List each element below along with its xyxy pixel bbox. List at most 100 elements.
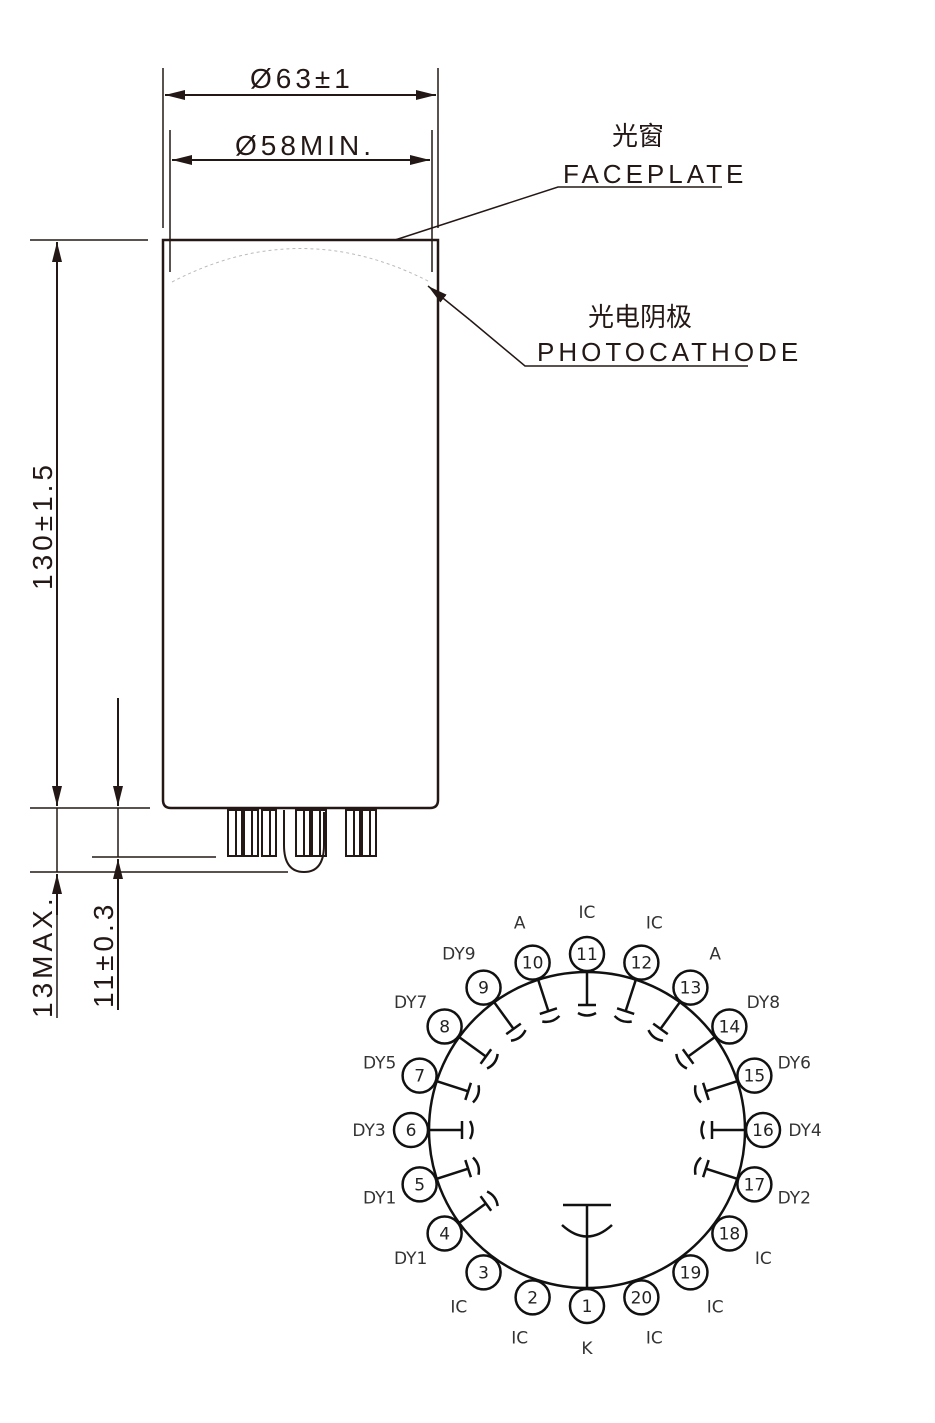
pin-number: 5 [414, 1175, 425, 1195]
base-pin [227, 809, 243, 857]
electrode-stub [493, 1001, 527, 1042]
pin-number: 18 [719, 1224, 741, 1244]
base-pin-shank [269, 809, 277, 857]
pin-circle [623, 944, 660, 981]
pin-label: IC [755, 1249, 772, 1269]
base-pin-shank [261, 809, 271, 857]
electrode-stub [458, 1036, 499, 1070]
base-pin [261, 809, 277, 857]
pin-circle [426, 1215, 463, 1252]
pin-label: DY6 [778, 1054, 811, 1074]
base-pin [243, 809, 259, 857]
electrode-stub [613, 979, 638, 1024]
base-pin-shank [311, 809, 321, 857]
faceplate-leader [394, 186, 722, 241]
pin-number: 3 [478, 1263, 489, 1283]
pin-number: 8 [439, 1018, 450, 1038]
electrode-stub [647, 1001, 681, 1042]
pin-circle [736, 1057, 773, 1094]
pin-circle [514, 944, 551, 981]
photocathode-leader-arrow [427, 285, 471, 321]
base-pin-shank [235, 809, 243, 857]
electrode-stub [693, 1156, 738, 1181]
electrode-stub [436, 1079, 481, 1104]
pin-number: 9 [478, 979, 489, 999]
pin-12: 12 IC [613, 914, 663, 1024]
pin-circle [401, 1166, 438, 1203]
pin-number: 16 [752, 1121, 774, 1141]
pin-label: DY2 [778, 1188, 811, 1208]
pin-label: DY1 [363, 1188, 396, 1208]
pin-circle [465, 969, 502, 1006]
pin-number: 14 [719, 1018, 741, 1038]
pin-number: 19 [680, 1263, 702, 1283]
base-pin-shank [345, 809, 355, 857]
pin-1: 1K [568, 1287, 606, 1359]
pin-6: 6 DY3 [352, 1111, 474, 1149]
photocathode-en-label: PHOTOCATHODE [537, 337, 802, 367]
base-pins [227, 809, 377, 857]
base-pin-shank [295, 809, 305, 857]
pin-number: 10 [522, 954, 544, 974]
pin-10: 10 A [514, 914, 561, 1024]
pin-label: IC [707, 1297, 724, 1317]
pin-number: 17 [744, 1175, 766, 1195]
pin-number: 4 [439, 1224, 450, 1244]
tube-outline-view [30, 68, 748, 1018]
base-pin-shank [243, 809, 253, 857]
base-pin-shank [361, 809, 371, 857]
base-pin-shank [369, 809, 377, 857]
pin-label: IC [646, 914, 663, 934]
outer-diameter-label: Ø63±1 [250, 63, 354, 94]
pin-length-label: 11±0.3 [88, 901, 119, 1008]
pin-label: DY3 [352, 1121, 385, 1141]
photocathode-cn-label: 光电阴极 [588, 302, 692, 332]
pin-circle [672, 1254, 709, 1291]
photocathode-curve [171, 248, 431, 283]
pin-number: 12 [631, 954, 653, 974]
electrode-stub [700, 1120, 745, 1140]
pin-number: 6 [406, 1121, 417, 1141]
base-max-label: 13MAX. [27, 894, 58, 1018]
base-pin-shank [251, 809, 259, 857]
pin-circle [568, 935, 606, 973]
electrode-stub [693, 1079, 738, 1104]
electrode-stub [436, 1156, 481, 1181]
pin-label: A [514, 914, 526, 934]
pin-circle [736, 1166, 773, 1203]
pin-label: IC [450, 1297, 467, 1317]
pin-label: DY7 [394, 993, 427, 1013]
pin-number: 13 [680, 979, 702, 999]
faceplate-en-label: FACEPLATE [563, 159, 747, 189]
inner-diameter-label: Ø58MIN. [235, 130, 375, 161]
tube-body [161, 238, 440, 810]
pin-label: K [581, 1339, 593, 1359]
pin-circle [392, 1111, 430, 1149]
base-pin [361, 809, 377, 857]
pin-label: IC [511, 1328, 528, 1348]
pin-circle [744, 1111, 782, 1149]
pin-number: 20 [631, 1288, 653, 1308]
pin-circle [623, 1279, 660, 1316]
pin-number: 7 [414, 1067, 425, 1087]
pin-circle [568, 1287, 606, 1325]
electrode-stub [675, 1036, 716, 1070]
pin-circle [426, 1008, 463, 1045]
photocathode-leader [469, 319, 748, 367]
electrode-stub [536, 979, 561, 1024]
pin-3: 3IC [450, 1254, 502, 1317]
pin-loop [283, 810, 325, 874]
